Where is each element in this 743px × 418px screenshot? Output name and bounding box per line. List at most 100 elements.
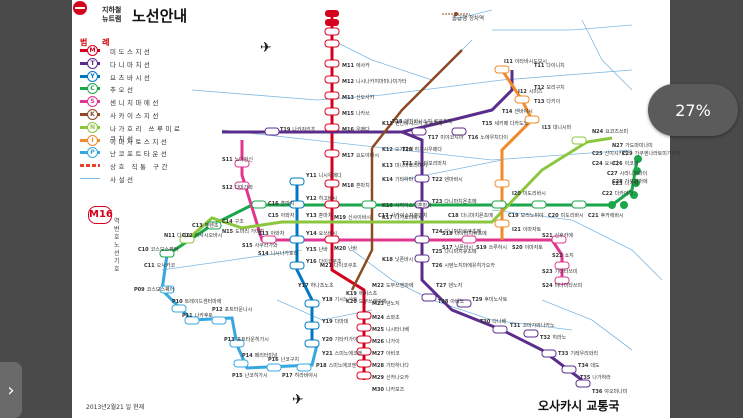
station-name: 미나미모리마치: [394, 163, 428, 169]
station-code: Y14: [306, 231, 317, 237]
station-name: 미도리바시: [560, 213, 584, 219]
header-subway-label: 지하철: [102, 6, 122, 14]
station-code: K13: [382, 163, 393, 169]
station-name: 다니마치큐초메: [454, 231, 487, 237]
tanimachi-stations: [264, 127, 591, 388]
station-name: 나카쓰: [355, 111, 370, 117]
station-name: 미나미모리마치: [414, 161, 447, 167]
station-name: 고마가와나카노: [522, 323, 555, 329]
route-map-canvas: [159, 9, 663, 388]
station-code: K19: [346, 291, 357, 297]
station-name: 기시노사토: [334, 297, 358, 303]
station-code: M22: [372, 283, 384, 289]
station-name: 우메다: [355, 127, 370, 133]
sakaisuji-line: [350, 49, 463, 291]
station-code: T14: [502, 109, 513, 115]
station-name: 나카모즈: [385, 387, 405, 393]
station-name: 트레이드센터마에: [184, 299, 222, 305]
station-name: 다이니치: [546, 63, 565, 69]
station-name: 다니마치로쿠초메: [444, 229, 482, 235]
station-code: I11: [504, 59, 513, 65]
chuo-stations: [159, 200, 587, 258]
page-title: 노선안내: [132, 7, 188, 25]
station-name: 다니마치큐초메: [444, 249, 477, 255]
chuo-east-stations: [608, 155, 642, 209]
station-name: 기타하마: [394, 177, 414, 183]
station-name: 기타하나다: [385, 363, 409, 369]
station-code: T19: [280, 127, 291, 133]
midosuji-line: [330, 10, 366, 380]
station-name: 스미노에코엔: [328, 363, 357, 369]
station-name: 센바야시: [514, 109, 533, 115]
station-name: 니시타나베: [385, 327, 409, 333]
station-name: 시라니와다이: [619, 171, 648, 177]
station-name: 다이코쿠초: [333, 263, 357, 269]
station-code: C16: [268, 201, 279, 207]
station-name: 다마데: [334, 319, 349, 325]
station-code: C23: [612, 181, 623, 187]
station-code: P10: [172, 299, 183, 305]
date-text: 2013년2월21 일 현재: [86, 404, 145, 411]
station-code: Y13: [306, 213, 317, 219]
station-code: N15: [222, 229, 234, 235]
key-line1: 역 번호: [114, 218, 120, 241]
station-name: 데도: [590, 363, 600, 369]
station-code: K12: [382, 147, 393, 153]
station-name: 혼마치: [318, 213, 333, 219]
station-code: C14: [222, 219, 233, 225]
station-code: K17: [382, 215, 393, 221]
next-page-button[interactable]: ›: [0, 362, 22, 418]
station-name: 기레우리와리: [570, 351, 598, 357]
station-name: 나카후토: [194, 313, 214, 319]
legend-line-label: 난코포트타운선: [110, 150, 170, 159]
station-name: 다마가와: [234, 185, 253, 191]
station-code: P09: [134, 287, 145, 293]
station-code: C20: [548, 213, 559, 219]
station-name: 오기마치: [394, 147, 414, 153]
station-code: T33: [558, 351, 569, 357]
station-code: N11: [164, 233, 176, 239]
station-code: I13: [542, 125, 551, 131]
station-name: 신후카에: [554, 233, 573, 239]
station-name: 아사시오바시: [194, 233, 223, 239]
station-code: M11: [342, 63, 354, 69]
station-code: M12: [342, 79, 354, 85]
station-name: 덴노지: [385, 301, 400, 307]
station-name: 덴진바시스지 로쿠초메: [394, 121, 443, 127]
station-code: T32: [540, 335, 551, 341]
midosuji-top-stations: [325, 10, 339, 26]
station-code: T34: [578, 363, 589, 369]
station-name: 야오미나미: [604, 389, 628, 395]
station-name: 아베노: [450, 299, 465, 305]
legend-line-label: 요츠바시선: [110, 73, 153, 82]
midosuji-stations: [324, 27, 372, 380]
